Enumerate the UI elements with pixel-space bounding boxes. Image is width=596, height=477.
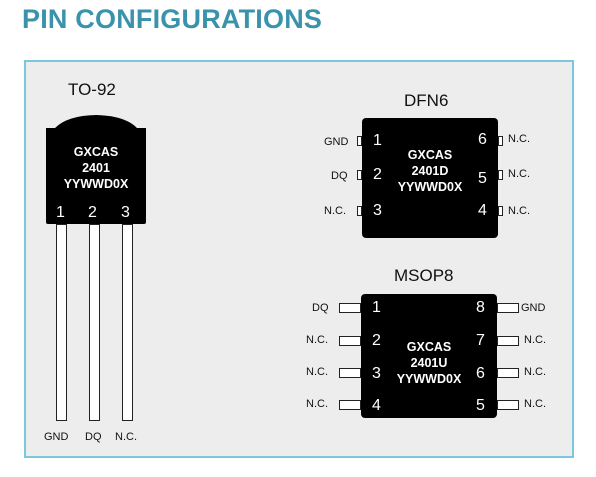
msop8-pin-label: GND [521,302,546,314]
to92-pin-number: 2 [88,204,97,221]
msop8-pin-label: N.C. [306,366,328,378]
to92-lead [56,224,67,421]
to92-pin-label: N.C. [115,431,137,443]
msop8-marking-line-1: GXCAS [406,340,452,354]
to92-package-name: TO-92 [68,80,116,99]
dfn6-pin-label: N.C. [508,168,530,180]
msop8-pin-number: 8 [476,299,485,316]
dfn6-pad [357,170,362,180]
msop8-marking-line-2: 2401U [410,356,448,370]
to92-lead [122,224,133,421]
msop8-lead [497,303,519,313]
msop8-lead [339,303,361,313]
msop8-pin-label: N.C. [306,334,328,346]
dfn6-pin-label: N.C. [508,205,530,217]
msop8-pin-label: DQ [312,302,329,314]
msop8-lead [339,368,361,378]
to92-marking-line-2: 2401 [82,161,110,175]
msop8-package-name: MSOP8 [394,266,454,285]
to92-pin-label: GND [44,431,69,443]
page-title: PIN CONFIGURATIONS [22,4,323,34]
to92-pin-number: 3 [121,204,130,221]
dfn6-pin-number: 3 [373,202,382,219]
msop8-pin-number: 3 [372,365,381,382]
msop8-lead [339,400,361,410]
dfn6-pin-label: N.C. [324,205,346,217]
to92-pin-number: 1 [56,204,65,221]
msop8-pin-number: 4 [372,397,381,414]
msop8-marking-line-3: YYWWD0X [396,372,462,386]
dfn6-marking-line-3: YYWWD0X [397,180,463,194]
to92-marking-line-3: YYWWD0X [63,177,129,191]
dfn6-pin-label: N.C. [508,133,530,145]
msop8-pin-label: N.C. [306,398,328,410]
dfn6-package-name: DFN6 [404,91,449,110]
dfn6-pin-number: 4 [478,202,487,219]
dfn6-marking-line-1: GXCAS [407,148,453,162]
to92-pin-label: DQ [85,431,102,443]
dfn6-body [362,118,498,238]
msop8-pin-label: N.C. [524,398,546,410]
msop8-lead [497,368,519,378]
dfn6-pin-number: 5 [478,170,487,187]
dfn6-pad [357,136,362,146]
dfn6-pin-number: 2 [373,166,382,183]
dfn6-pin-label: DQ [331,170,348,182]
msop8-lead [497,400,519,410]
msop8-lead [339,336,361,346]
dfn6-pin-number: 1 [373,132,382,149]
to92-marking-line-1: GXCAS [73,145,119,159]
msop8-pin-number: 2 [372,332,381,349]
msop8-lead [497,336,519,346]
dfn6-pad [498,170,503,180]
msop8-body [361,294,497,418]
dfn6-pad [498,136,503,146]
to92-body [46,128,146,224]
to92-lead [89,224,100,421]
msop8-pin-label: N.C. [524,366,546,378]
msop8-pin-number: 1 [372,299,381,316]
msop8-pin-number: 6 [476,365,485,382]
dfn6-pin-number: 6 [478,131,487,148]
dfn6-pin-label: GND [324,136,349,148]
dfn6-pad [498,206,503,216]
dfn6-pad [357,206,362,216]
dfn6-marking-line-2: 2401D [411,164,449,178]
msop8-pin-number: 7 [476,332,485,349]
msop8-pin-label: N.C. [524,334,546,346]
msop8-pin-number: 5 [476,397,485,414]
